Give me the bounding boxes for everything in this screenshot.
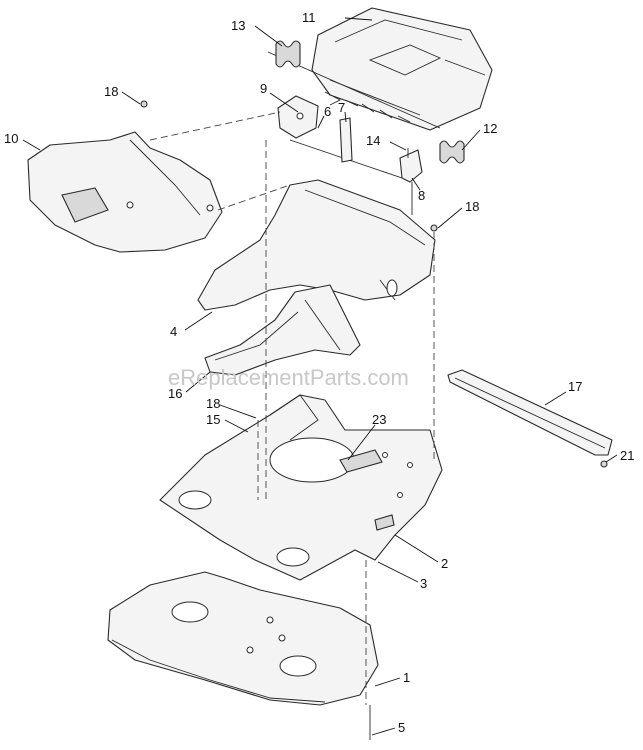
part-1-bottom-cover — [107, 571, 379, 706]
callout-15: 15 — [206, 412, 220, 427]
callout-1: 1 — [403, 670, 410, 685]
part-10-side-cover — [27, 131, 223, 253]
part-8-bracket — [399, 149, 423, 215]
callout-5: 5 — [398, 720, 405, 735]
callout-21: 21 — [620, 448, 634, 463]
callout-23: 23 — [372, 412, 386, 427]
part-13-spring — [267, 40, 441, 129]
part-11-cover — [311, 7, 493, 131]
part-12-spring — [439, 140, 465, 164]
callout-18-top-left: 18 — [104, 84, 118, 99]
part-17-rail — [447, 369, 613, 456]
part-4-console-shroud — [197, 179, 436, 311]
callout-14: 14 — [366, 133, 380, 148]
part-21-screw — [600, 460, 608, 468]
callout-4: 4 — [170, 324, 177, 339]
callout-2: 2 — [441, 556, 448, 571]
part-18-bolt-right — [430, 224, 438, 232]
callout-3: 3 — [420, 576, 427, 591]
callout-7: 7 — [338, 100, 345, 115]
callout-13: 13 — [231, 18, 245, 33]
part-9-bracket — [277, 95, 319, 139]
callout-18-lower: 18 — [206, 396, 220, 411]
callout-10: 10 — [4, 131, 18, 146]
part-18-bolt-left — [140, 100, 148, 108]
callout-12: 12 — [483, 121, 497, 136]
callout-9: 9 — [260, 81, 267, 96]
callout-16: 16 — [168, 386, 182, 401]
callout-8: 8 — [418, 188, 425, 203]
callout-labels: 11 13 12 18 9 6 7 14 8 10 18 4 16 18 15 … — [4, 10, 634, 735]
part-7-rod — [289, 117, 409, 181]
callout-11: 11 — [302, 10, 316, 25]
part-16-inner-frame — [204, 284, 361, 376]
callout-6: 6 — [324, 104, 331, 119]
part-2-frame-plate — [159, 394, 443, 581]
watermark: eReplacementParts.com — [168, 365, 409, 390]
callout-17: 17 — [568, 379, 582, 394]
leader-lines — [22, 17, 618, 736]
callout-18-right: 18 — [465, 199, 479, 214]
assembly-lines — [149, 111, 435, 705]
